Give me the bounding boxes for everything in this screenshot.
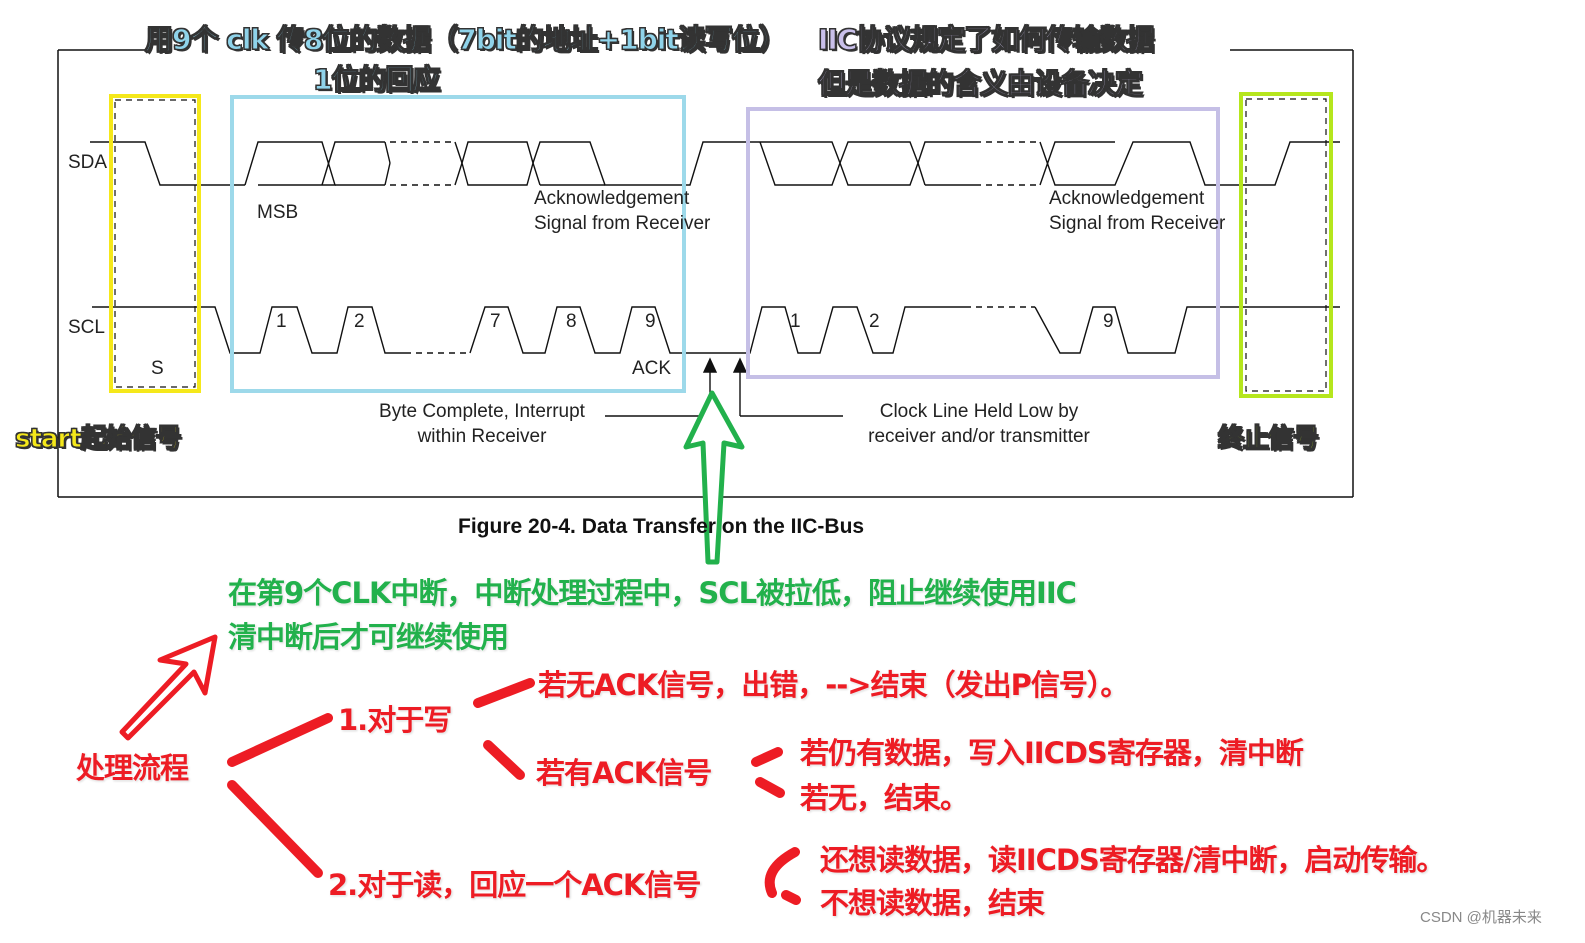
flow-read-continue: 还想读数据，读IICDS寄存器/清中断，启动传输。: [820, 843, 1445, 877]
clock-number: 7: [490, 311, 501, 332]
flow-read-label: 2.对于读，回应一个ACK信号: [328, 868, 701, 902]
ack-label: ACK: [632, 358, 672, 379]
ack-signal-label-1b: Signal from Receiver: [534, 213, 711, 234]
flow-write-more-data: 若仍有数据，写入IICDS寄存器，清中断: [800, 736, 1304, 770]
clock-number: 8: [566, 311, 577, 332]
protocol-note-line1: IIC协议规定了如何传输数据: [817, 23, 1154, 57]
first-byte-box: [230, 95, 686, 393]
start-dashed-box: [114, 99, 196, 388]
flow-connectors: [227, 678, 801, 905]
clock-number: 9: [645, 311, 656, 332]
byte-complete-label-1: Byte Complete, Interrupt: [379, 401, 585, 422]
flow-read-stop: 不想读数据，结束: [820, 886, 1045, 920]
flow-write-no-ack: 若无ACK信号，出错，-->结束（发出P信号）。: [538, 668, 1129, 702]
start-s-label: S: [151, 358, 164, 379]
protocol-note-line2: 但是数据的含义由设备决定: [817, 67, 1143, 101]
clock-held-label-1: Clock Line Held Low by: [879, 401, 1079, 422]
flow-write-has-ack: 若有ACK信号: [536, 756, 712, 790]
stop-condition-box: [1239, 92, 1333, 398]
figure-caption: Figure 20-4. Data Transfer on the IIC-Bu…: [458, 515, 865, 538]
stop-signal-note: 终止信号: [1217, 424, 1319, 455]
interrupt-note-line2: 清中断后才可继续使用: [228, 620, 509, 654]
stop-dashed-box: [1245, 98, 1327, 392]
clock-held-label-2: receiver and/or transmitter: [868, 426, 1090, 447]
sda-waveform: [90, 141, 1340, 186]
ack-signal-label-2a: Acknowledgement: [1049, 188, 1205, 209]
ack-signal-label-2b: Signal from Receiver: [1049, 213, 1226, 234]
flow-root: 处理流程: [76, 751, 189, 785]
scl-label: SCL: [68, 317, 105, 338]
byte-complete-label-2: within Receiver: [417, 426, 547, 447]
flow-write-no-more: 若无，结束。: [800, 781, 969, 815]
byte-note-line1: 用9个 clk 传8位的数据（7bit的地址+1bit读写位）: [145, 23, 788, 57]
clock-number: 9: [1103, 311, 1114, 332]
byte-note-line2: 1位的回应: [312, 63, 440, 97]
flow-write-label: 1.对于写: [338, 703, 452, 737]
watermark: CSDN @机器未来: [1420, 909, 1542, 926]
red-arrow-icon: [119, 634, 218, 741]
clock-number: 2: [869, 311, 880, 332]
msb-label: MSB: [257, 202, 299, 223]
start-condition-box: [109, 94, 201, 393]
clock-number: 1: [276, 311, 287, 332]
clock-number: 2: [354, 311, 365, 332]
second-byte-box: [746, 107, 1220, 379]
scl-waveform: [92, 306, 1340, 354]
green-arrow-icon: [683, 390, 745, 565]
ack-signal-label-1a: Acknowledgement: [534, 188, 690, 209]
interrupt-note-line1: 在第9个CLK中断，中断处理过程中，SCL被拉低，阻止继续使用IIC: [228, 576, 1077, 610]
clock-number: 1: [790, 311, 801, 332]
start-signal-note: start起始信号: [15, 424, 183, 455]
sda-label: SDA: [68, 152, 108, 173]
